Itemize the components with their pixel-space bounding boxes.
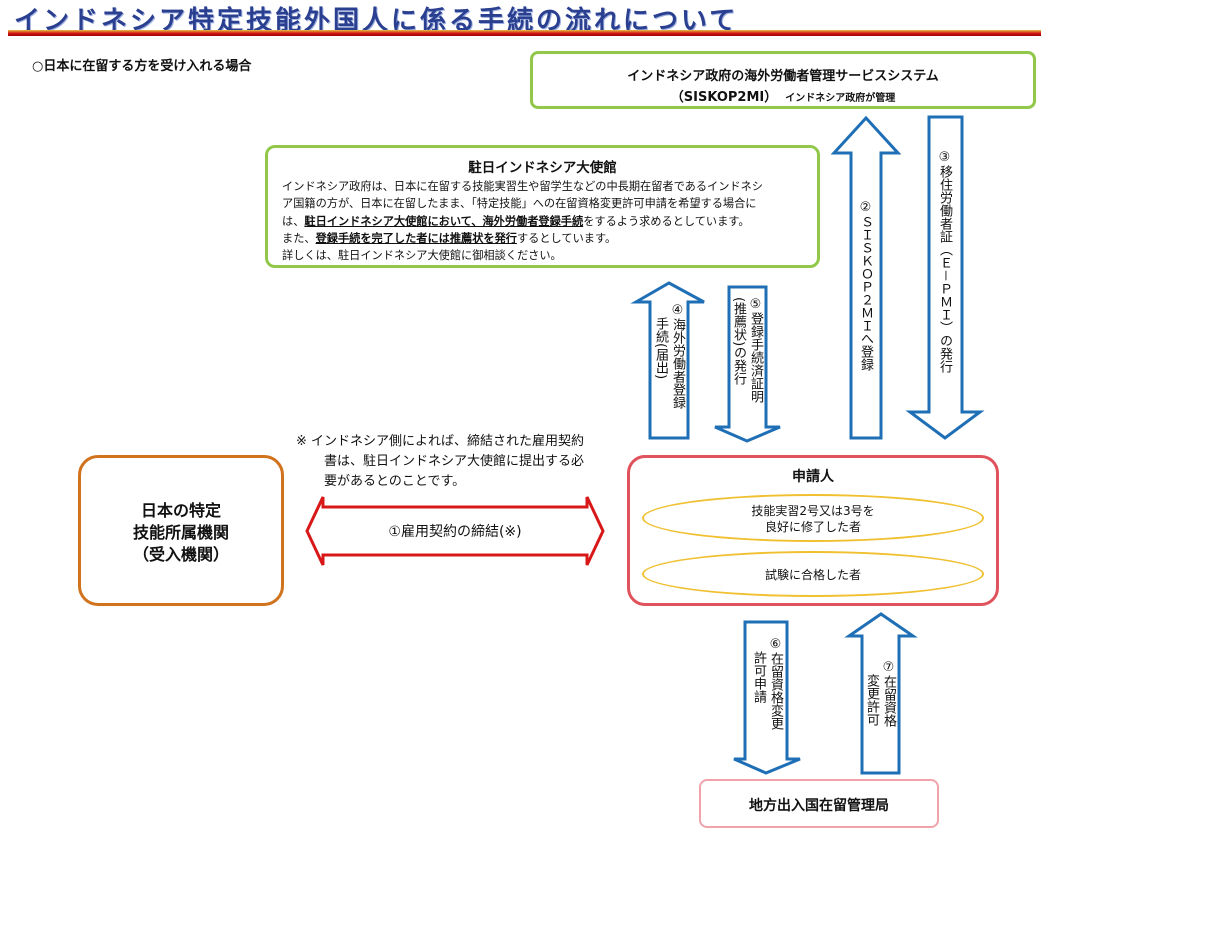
- title-underline: [8, 30, 1041, 36]
- arrow-step4-up: [630, 281, 705, 440]
- step5-line2: (推薦状)の発行: [731, 297, 746, 386]
- arrow-step2-up: [830, 115, 902, 440]
- embassy-box-title: 駐日インドネシア大使館: [468, 160, 617, 176]
- arrow-step5-down: [714, 285, 781, 443]
- embassy-line2: ア国籍の方が、日本に在留したまま、「特定技能」への在留資格変更許可申請を希望する…: [282, 197, 757, 211]
- applicant-condition-trainee: 技能実習2号又は3号を 良好に修了した者: [642, 494, 984, 542]
- arrow-step2-label: ②ＳＩＳＫＯＰ２ＭＩへ登録: [857, 200, 874, 371]
- step2-text: ②ＳＩＳＫＯＰ２ＭＩへ登録: [858, 200, 873, 371]
- ellipse1-line1: 技能実習2号又は3号を: [751, 504, 875, 518]
- embassy-line3-pre: は、: [282, 214, 305, 228]
- applicant-box-title: 申請人: [792, 469, 834, 485]
- contract-note: ※ インドネシア側によれば、締結された雇用契約 書は、駐日インドネシア大使館に提…: [296, 432, 584, 492]
- embassy-line1: インドネシア政府は、日本に在留する技能実習生や留学生などの中長期在留者であるイン…: [282, 180, 763, 193]
- note-line3: 要があるとのことです。: [324, 474, 466, 489]
- arrow-step7-label: ⑦在留資格 変更許可: [863, 660, 897, 727]
- immigration-box-label: 地方出入国在留管理局: [749, 798, 889, 814]
- step3-text: ③移住労働者証（Ｅ－ＰＭＩ）の発行: [937, 150, 952, 374]
- arrow-contract-double: [305, 496, 605, 566]
- arrow-step5-label: ⑤登録手続済証明 (推薦状)の発行: [730, 297, 764, 403]
- embassy-line3-post: をするよう求めるとしています。: [583, 214, 750, 228]
- step4-line1: ④海外労働者登録: [670, 303, 685, 409]
- ellipse1-line2: 良好に修了した者: [764, 520, 861, 534]
- system-box-line1: インドネシア政府の海外労働者管理サービスシステム: [627, 69, 939, 84]
- employer-line2: 技能所属機関: [132, 523, 229, 542]
- embassy-line3: は、駐日インドネシア大使館において、海外労働者登録手続をするよう求めるとしていま…: [282, 213, 807, 230]
- system-box-manager: インドネシア政府が管理: [785, 93, 896, 104]
- arrow-step7-up: [844, 612, 918, 775]
- immigration-box: 地方出入国在留管理局: [699, 779, 939, 828]
- step7-line2: 変更許可: [864, 674, 879, 726]
- employer-line1: 日本の特定: [140, 501, 221, 520]
- employer-box: 日本の特定 技能所属機関 （受入機関）: [78, 455, 284, 606]
- arrow-step3-label: ③移住労働者証（Ｅ－ＰＭＩ）の発行: [936, 150, 953, 373]
- note-line2: 書は、駐日インドネシア大使館に提出する必: [324, 454, 585, 469]
- ellipse2-text: 試験に合格した者: [764, 568, 861, 582]
- embassy-box-body: インドネシア政府は、日本に在留する技能実習生や留学生などの中長期在留者であるイン…: [282, 178, 807, 264]
- step7-line1: ⑦在留資格: [881, 660, 896, 727]
- arrow-step6-label: ⑥在留資格変更 許可申請: [750, 637, 784, 730]
- arrow-step6-down: [733, 620, 801, 775]
- embassy-line5: 詳しくは、駐日インドネシア大使館に御相談ください。: [282, 249, 562, 263]
- embassy-line3-bold: 駐日インドネシア大使館において、海外労働者登録手続: [304, 214, 584, 228]
- system-box-acronym: （SISKOP2MI）: [670, 90, 778, 105]
- embassy-line4: また、登録手続を完了した者には推薦状を発行するとしています。: [282, 230, 807, 247]
- contract-arrow-label: ①雇用契約の締結(※): [388, 524, 522, 540]
- embassy-line4-pre: また、: [282, 231, 316, 245]
- employer-line3: （受入機関）: [132, 545, 229, 564]
- applicant-condition-exam: 試験に合格した者: [642, 551, 984, 597]
- system-box-line2: （SISKOP2MI） インドネシア政府が管理: [533, 86, 1033, 105]
- employer-box-text: 日本の特定 技能所属機関 （受入機関）: [81, 500, 281, 566]
- page-subtitle: ○日本に在留する方を受け入れる場合: [32, 59, 252, 74]
- embassy-line4-post: するとしています。: [516, 231, 617, 245]
- applicant-box: 申請人 技能実習2号又は3号を 良好に修了した者 試験に合格した者: [627, 455, 999, 606]
- step6-line2: 許可申請: [751, 651, 766, 703]
- arrow-step3-down: [905, 115, 985, 440]
- step5-line1: ⑤登録手続済証明: [748, 297, 763, 403]
- embassy-box: 駐日インドネシア大使館 インドネシア政府は、日本に在留する技能実習生や留学生など…: [265, 145, 820, 268]
- note-line1: ※ インドネシア側によれば、締結された雇用契約: [296, 434, 585, 449]
- embassy-line4-bold: 登録手続を完了した者には推薦状を発行: [315, 231, 517, 245]
- step4-line2: 手続(届出): [653, 317, 668, 380]
- arrow-step4-label: ④海外労働者登録 手続(届出): [652, 303, 686, 409]
- system-box: インドネシア政府の海外労働者管理サービスシステム （SISKOP2MI） インドネ…: [530, 51, 1036, 109]
- step6-line1: ⑥在留資格変更: [768, 637, 783, 730]
